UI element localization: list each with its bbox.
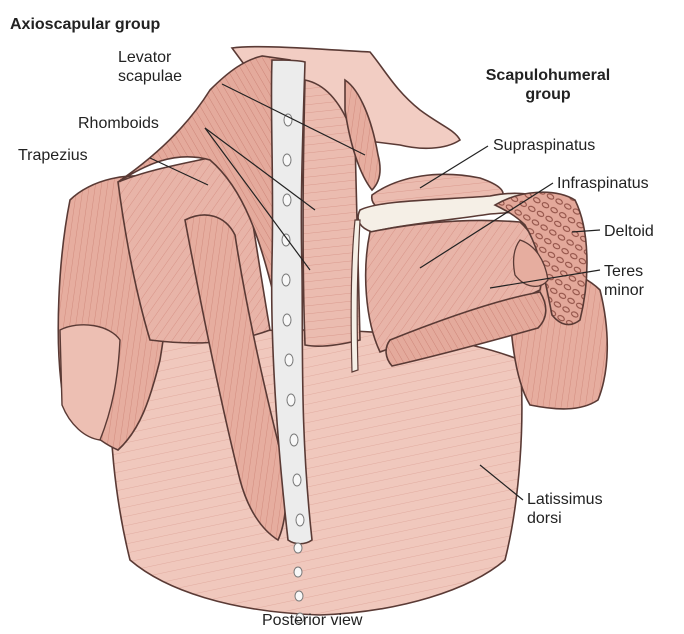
scapulohumeral-group-label: Scapulohumeral group — [470, 66, 626, 104]
teres-minor-line2: minor — [604, 281, 644, 300]
infraspinatus-label: Infraspinatus — [557, 174, 649, 193]
latissimus-dorsi-line1: Latissimus — [527, 490, 603, 509]
scapulohumeral-group-line2: group — [470, 85, 626, 104]
axioscapular-group-label: Axioscapular group — [10, 15, 160, 34]
trapezius-label: Trapezius — [18, 146, 88, 165]
latissimus-dorsi-line2: dorsi — [527, 509, 603, 528]
rhomboids-label: Rhomboids — [78, 114, 159, 133]
levator-scapulae-label: Levator scapulae — [118, 48, 182, 86]
teres-minor-label: Teres minor — [604, 262, 644, 300]
latissimus-dorsi-label: Latissimus dorsi — [527, 490, 603, 528]
deltoid-label: Deltoid — [604, 222, 654, 241]
latissimus-dorsi-muscle — [110, 330, 522, 615]
levator-scapulae-line2: scapulae — [118, 67, 182, 86]
levator-scapulae-line1: Levator — [118, 48, 182, 67]
supraspinatus-label: Supraspinatus — [493, 136, 595, 155]
scapulohumeral-group-line1: Scapulohumeral — [470, 66, 626, 85]
caption: Posterior view — [262, 611, 362, 630]
teres-minor-line1: Teres — [604, 262, 644, 281]
